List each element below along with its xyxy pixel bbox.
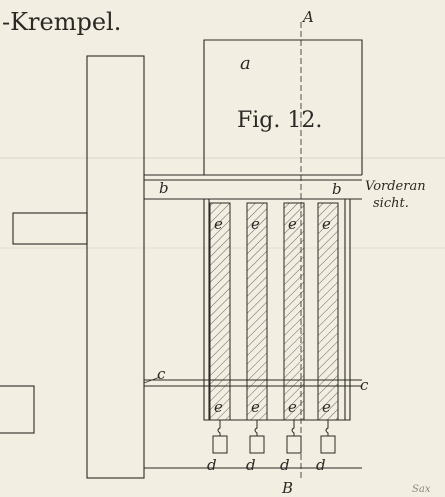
hook <box>217 420 221 436</box>
label-e: e <box>214 215 223 233</box>
label-b-left: b <box>159 179 169 197</box>
label-d: d <box>207 456 217 474</box>
leader-c <box>143 376 161 384</box>
weight-d <box>212 435 228 454</box>
plate-title: -Krempel. <box>2 8 121 36</box>
label-e: e <box>288 215 297 233</box>
block-a <box>203 39 363 175</box>
hook <box>254 420 258 436</box>
label-B: B <box>281 479 293 497</box>
comb-bar <box>317 202 339 421</box>
comb-bars <box>209 202 339 421</box>
label-e: e <box>288 398 297 416</box>
figure-label: Fig. 12. <box>237 108 322 133</box>
view-label-line1: Vorderan <box>365 179 426 194</box>
view-label-line2: sicht. <box>373 196 409 211</box>
label-a: a <box>240 53 251 74</box>
left-crossbar <box>12 212 88 245</box>
label-e: e <box>322 215 331 233</box>
comb-frame <box>203 199 351 421</box>
weight-d <box>320 435 336 454</box>
weight-d <box>286 435 302 454</box>
comb-bar <box>209 202 231 421</box>
label-A: A <box>301 8 314 26</box>
hook <box>325 420 329 436</box>
label-c-right: c <box>360 376 369 394</box>
hook <box>291 420 295 436</box>
bottom-left-block <box>0 385 35 434</box>
label-e: e <box>251 398 260 416</box>
label-b-right: b <box>332 180 342 198</box>
label-c-left: c <box>157 365 166 383</box>
label-e: e <box>322 398 331 416</box>
left-post <box>86 55 145 479</box>
label-d: d <box>316 456 326 474</box>
label-d: d <box>280 456 290 474</box>
weight-d <box>249 435 265 454</box>
label-e: e <box>214 398 223 416</box>
engraver-mark: Sax <box>412 484 431 495</box>
label-d: d <box>246 456 256 474</box>
label-e: e <box>251 215 260 233</box>
comb-bar <box>246 202 268 421</box>
